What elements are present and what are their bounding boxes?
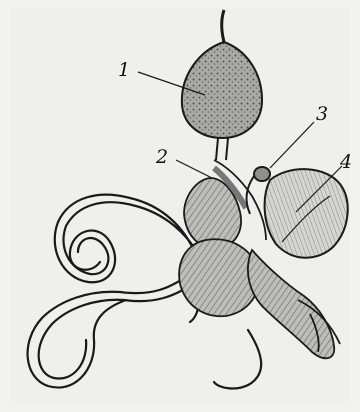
label-3: 3 [316,103,328,125]
label-4: 4 [339,151,352,173]
fan-organ [265,169,348,258]
label-1: 1 [118,59,130,81]
label-2: 2 [155,146,168,168]
